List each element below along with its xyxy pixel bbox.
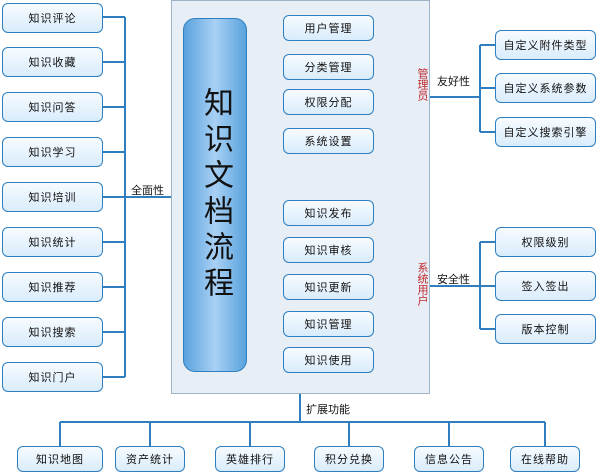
- security-item-3: 版本控制: [495, 314, 596, 344]
- friendly-item-2: 自定义系统参数: [495, 73, 596, 103]
- left-item-5: 知识培训: [2, 182, 103, 212]
- left-item-3: 知识问答: [2, 92, 103, 122]
- friendly-item-1: 自定义附件类型: [495, 30, 596, 60]
- left-item-1: 知识评论: [2, 3, 103, 33]
- user-item-5: 知识使用: [283, 347, 374, 373]
- user-item-1: 知识发布: [283, 200, 374, 226]
- security-item-1: 权限级别: [495, 227, 596, 257]
- left-item-2: 知识收藏: [2, 47, 103, 77]
- security-item-2: 签入签出: [495, 271, 596, 301]
- manager-item-3: 权限分配: [283, 89, 374, 115]
- extension-item-6: 在线帮助: [510, 446, 580, 472]
- user-item-2: 知识审核: [283, 237, 374, 263]
- user-item-3: 知识更新: [283, 274, 374, 300]
- manager-role-label: 管理员: [416, 68, 429, 101]
- manager-item-1: 用户管理: [283, 15, 374, 41]
- security-label: 安全性: [437, 273, 470, 286]
- left-item-7: 知识推荐: [2, 272, 103, 302]
- manager-item-4: 系统设置: [283, 128, 374, 154]
- extension-item-2: 资产统计: [115, 446, 185, 472]
- extension-item-1: 知识地图: [17, 446, 103, 472]
- extension-item-3: 英雄排行: [215, 446, 285, 472]
- manager-item-2: 分类管理: [283, 54, 374, 80]
- left-item-4: 知识学习: [2, 137, 103, 167]
- extension-item-4: 积分兑换: [314, 446, 384, 472]
- left-item-8: 知识搜索: [2, 317, 103, 347]
- extension-label: 扩展功能: [306, 403, 350, 416]
- friendly-label: 友好性: [437, 75, 470, 88]
- extension-item-5: 信息公告: [414, 446, 484, 472]
- user-item-4: 知识管理: [283, 311, 374, 337]
- left-item-9: 知识门户: [2, 362, 103, 392]
- left-item-6: 知识统计: [2, 227, 103, 257]
- user-role-label: 系统用户: [416, 262, 429, 306]
- core-title-box: 知识文档流程: [183, 18, 247, 372]
- friendly-item-3: 自定义搜索引擎: [495, 117, 596, 147]
- core-title: 知识文档流程: [198, 87, 233, 303]
- left-group-label: 全面性: [131, 184, 164, 197]
